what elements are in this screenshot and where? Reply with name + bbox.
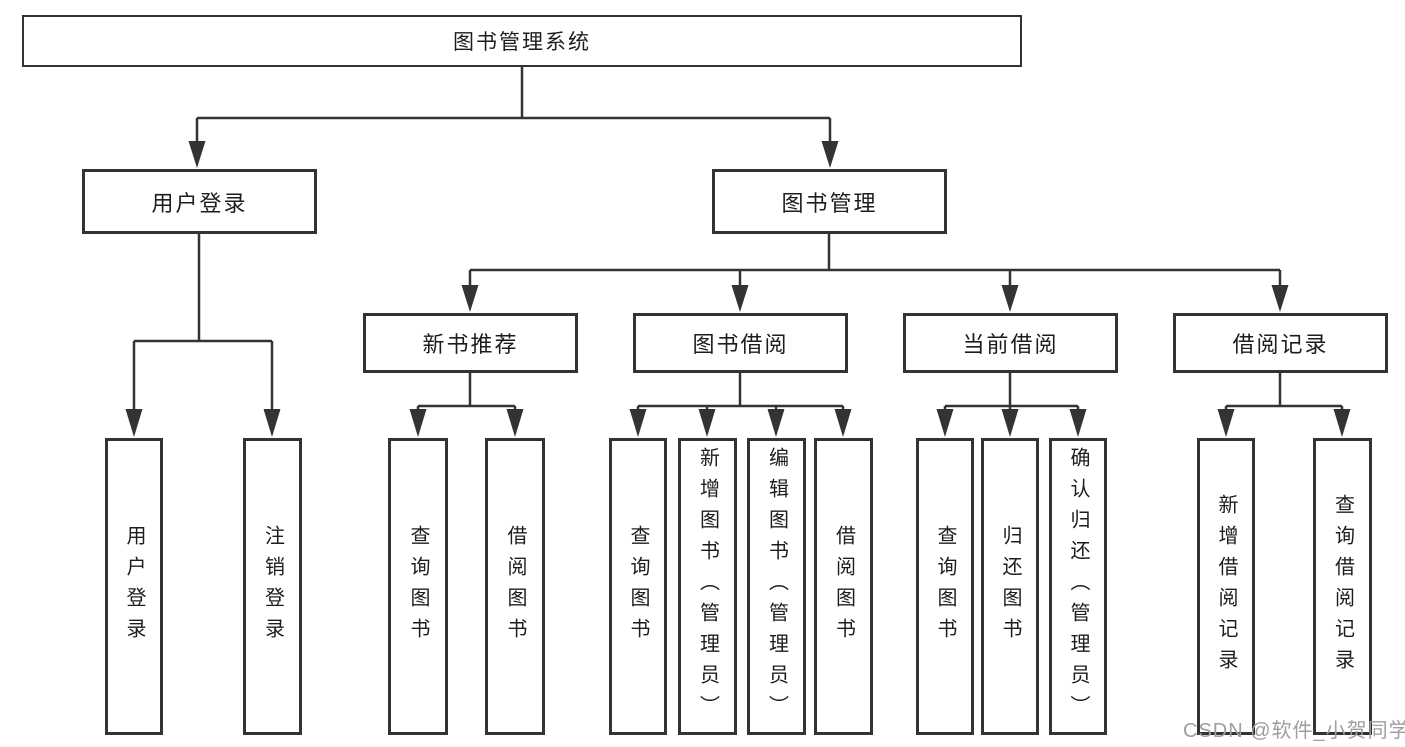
node-leaf-query-book-3: 查询图书: [916, 438, 974, 735]
connector-bookmgmt-to-level3: [468, 234, 1282, 286]
connector-currentborrow-to-leaves: [943, 373, 1080, 410]
node-new-book-rec: 新书推荐: [363, 313, 578, 373]
node-current-borrow: 当前借阅: [903, 313, 1118, 373]
leaf-label: 查询图书: [627, 524, 649, 649]
arrowhead: [125, 409, 143, 437]
node-leaf-logout: 注销登录: [243, 438, 302, 735]
leaf-label: 编辑图书（管理员）: [765, 447, 788, 726]
node-leaf-add-record: 新增借阅记录: [1197, 438, 1255, 735]
arrowhead: [1069, 409, 1087, 437]
leaf-label: 借阅图书: [832, 524, 855, 649]
connector-userlogin-to-leaves: [132, 234, 274, 410]
arrowhead: [698, 409, 716, 437]
node-book-mgmt-branch: 图书管理: [712, 169, 947, 234]
arrowhead: [409, 409, 427, 437]
arrowhead: [1001, 285, 1019, 312]
leaf-label: 用户登录: [123, 524, 145, 649]
node-leaf-confirm-return: 确认归还（管理员）: [1049, 438, 1107, 735]
arrowhead: [506, 409, 524, 437]
arrowhead: [263, 409, 281, 437]
node-borrow-record: 借阅记录: [1173, 313, 1388, 373]
leaf-label: 新增图书（管理员）: [696, 447, 719, 726]
node-leaf-query-record: 查询借阅记录: [1313, 438, 1372, 735]
connector-newbookrec-to-leaves: [416, 373, 517, 410]
arrowhead: [1271, 285, 1289, 312]
node-leaf-borrow-book-2: 借阅图书: [814, 438, 873, 735]
node-leaf-edit-book: 编辑图书（管理员）: [747, 438, 806, 735]
arrowhead: [936, 409, 954, 437]
arrowhead: [461, 285, 479, 312]
arrowhead: [188, 141, 206, 168]
connector-borrowrecord-to-leaves: [1224, 373, 1344, 410]
node-leaf-query-book-2: 查询图书: [609, 438, 667, 735]
connector-bookborrow-to-leaves: [636, 373, 845, 410]
arrowhead: [767, 409, 785, 437]
leaf-label: 借阅图书: [504, 524, 526, 649]
arrowhead: [1001, 409, 1019, 437]
leaf-label: 查询借阅记录: [1331, 493, 1354, 680]
leaf-label: 归还图书: [999, 524, 1021, 649]
leaf-label: 查询图书: [407, 524, 429, 649]
arrowhead: [834, 409, 852, 437]
node-leaf-query-book-1: 查询图书: [388, 438, 448, 735]
node-user-login-branch: 用户登录: [82, 169, 317, 234]
node-leaf-user-login: 用户登录: [105, 438, 163, 735]
node-root: 图书管理系统: [22, 15, 1022, 67]
csdn-watermark: CSDN @软件_小贺同学: [1183, 720, 1405, 742]
arrowhead: [1217, 409, 1235, 437]
arrowhead: [1333, 409, 1351, 437]
node-book-borrow: 图书借阅: [633, 313, 848, 373]
arrowhead: [821, 141, 839, 168]
arrowhead: [731, 285, 749, 312]
node-leaf-return-book: 归还图书: [981, 438, 1039, 735]
node-leaf-borrow-book-1: 借阅图书: [485, 438, 545, 735]
leaf-label: 查询图书: [934, 524, 956, 649]
arrowhead: [629, 409, 647, 437]
leaf-label: 新增借阅记录: [1215, 493, 1237, 680]
leaf-label: 确认归还（管理员）: [1067, 447, 1089, 726]
leaf-label: 注销登录: [261, 524, 284, 649]
connector-root-to-level2: [195, 67, 832, 142]
node-leaf-add-book: 新增图书（管理员）: [678, 438, 737, 735]
